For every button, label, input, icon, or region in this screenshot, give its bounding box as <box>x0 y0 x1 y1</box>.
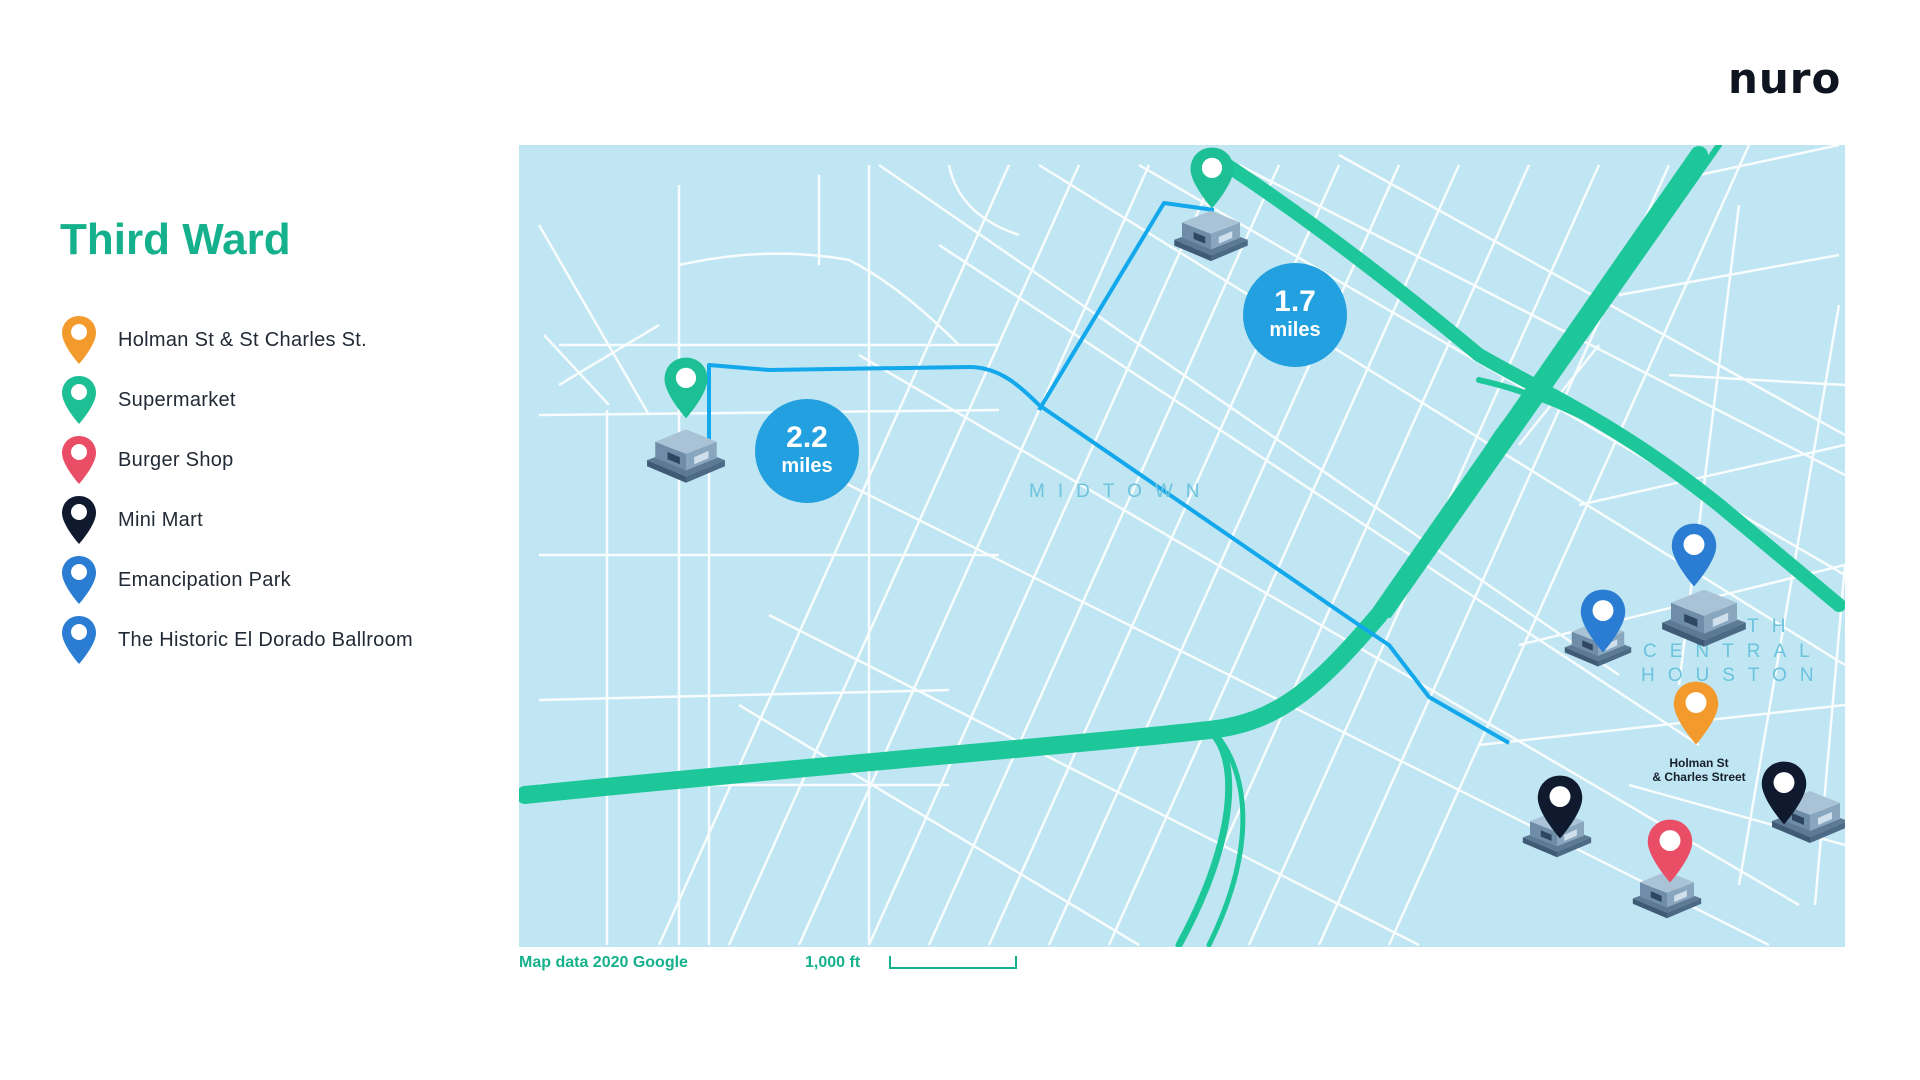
map-pin-icon <box>62 496 96 544</box>
legend-item-supermarket[interactable]: Supermarket <box>60 370 413 430</box>
distance-badge-17: 1.7 miles <box>1243 263 1347 367</box>
distance-badge-value: 1.7 <box>1274 285 1316 318</box>
map-pin-icon <box>62 436 96 484</box>
legend-item-burger-shop[interactable]: Burger Shop <box>60 430 413 490</box>
legend-item-el-dorado-ballroom[interactable]: The Historic El Dorado Ballroom <box>60 610 413 670</box>
nuro-logo: nuro <box>1728 54 1842 103</box>
map-attribution: Map data 2020 Google <box>519 954 688 971</box>
legend-label: Mini Mart <box>118 508 203 531</box>
legend-label: The Historic El Dorado Ballroom <box>118 628 413 651</box>
scale-bar <box>889 956 1017 969</box>
distance-badge-22: 2.2 miles <box>755 399 859 503</box>
scale-label: 1,000 ft <box>805 954 861 971</box>
legend-label: Supermarket <box>118 388 236 411</box>
pin-label-line1: Holman St <box>1669 756 1728 770</box>
delivery-routes <box>707 201 1510 745</box>
distance-badge-circle <box>755 399 859 503</box>
map-pin-icon <box>62 556 96 604</box>
highways <box>519 145 1845 947</box>
distance-badge-circle <box>1243 263 1347 367</box>
district-label-south-line2: CENTRAL <box>1643 641 1823 662</box>
distance-badge-unit: miles <box>1269 319 1320 341</box>
map-pin-icon <box>62 616 96 664</box>
legend-item-mini-mart[interactable]: Mini Mart <box>60 490 413 550</box>
distance-badge-unit: miles <box>781 455 832 477</box>
map-pin-icon <box>62 316 96 364</box>
holman-pin-label: Holman St & Charles Street <box>1652 756 1745 784</box>
distance-badge-value: 2.2 <box>786 421 828 454</box>
pin-label-line2: & Charles Street <box>1652 770 1745 784</box>
page-title: Third Ward <box>60 215 291 264</box>
legend-label: Holman St & St Charles St. <box>118 328 368 351</box>
district-label-midtown: MIDTOWN <box>1029 481 1213 502</box>
legend-item-holman[interactable]: Holman St & St Charles St. <box>60 310 413 370</box>
district-label-south-line3: HOUSTON <box>1641 665 1827 686</box>
map-pin-icon <box>62 376 96 424</box>
legend-label: Burger Shop <box>118 448 234 471</box>
legend-list: Holman St & St Charles St. Supermarket B… <box>60 310 413 670</box>
map-background <box>519 145 1845 947</box>
legend-label: Emancipation Park <box>118 568 291 591</box>
legend-item-emancipation-park[interactable]: Emancipation Park <box>60 550 413 610</box>
map-panel[interactable]: MIDTOWN SOUTH CENTRAL HOUSTON 2.2 miles <box>519 145 1845 947</box>
map-canvas[interactable]: MIDTOWN SOUTH CENTRAL HOUSTON 2.2 miles <box>519 145 1845 947</box>
